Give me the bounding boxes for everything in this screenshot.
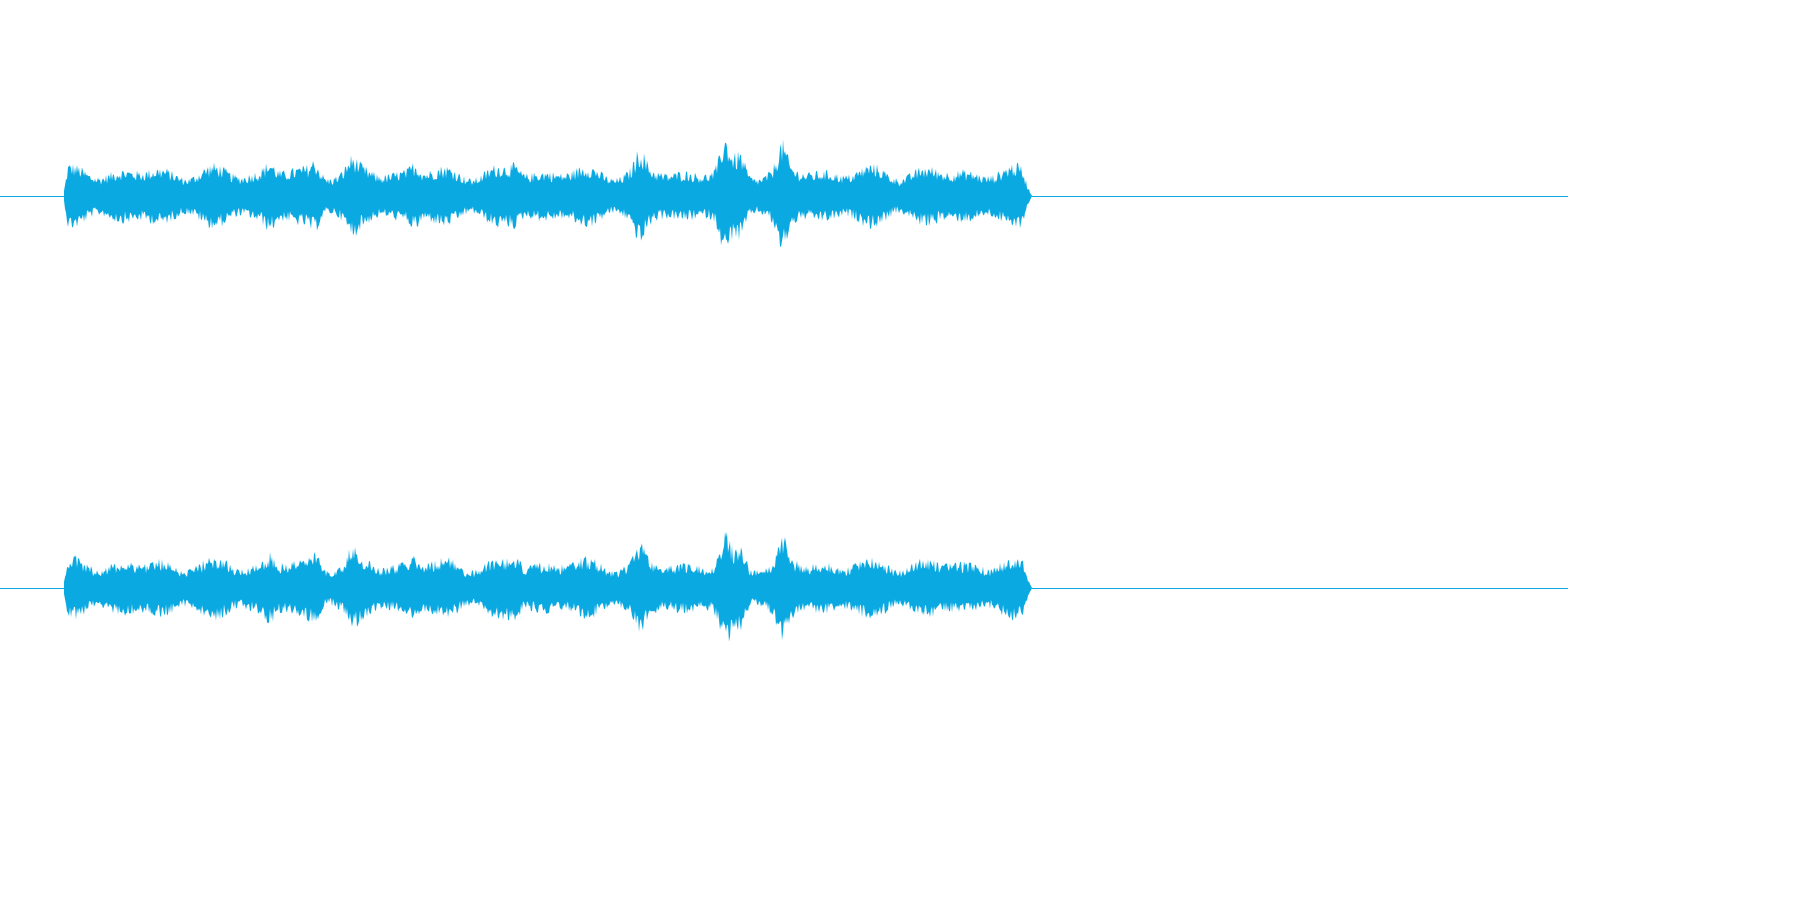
waveform-left <box>64 139 1032 248</box>
waveform-channel-right <box>0 531 1568 642</box>
waveform-right <box>64 531 1032 642</box>
waveform-channel-left <box>0 139 1568 248</box>
waveform-view <box>0 139 1568 642</box>
